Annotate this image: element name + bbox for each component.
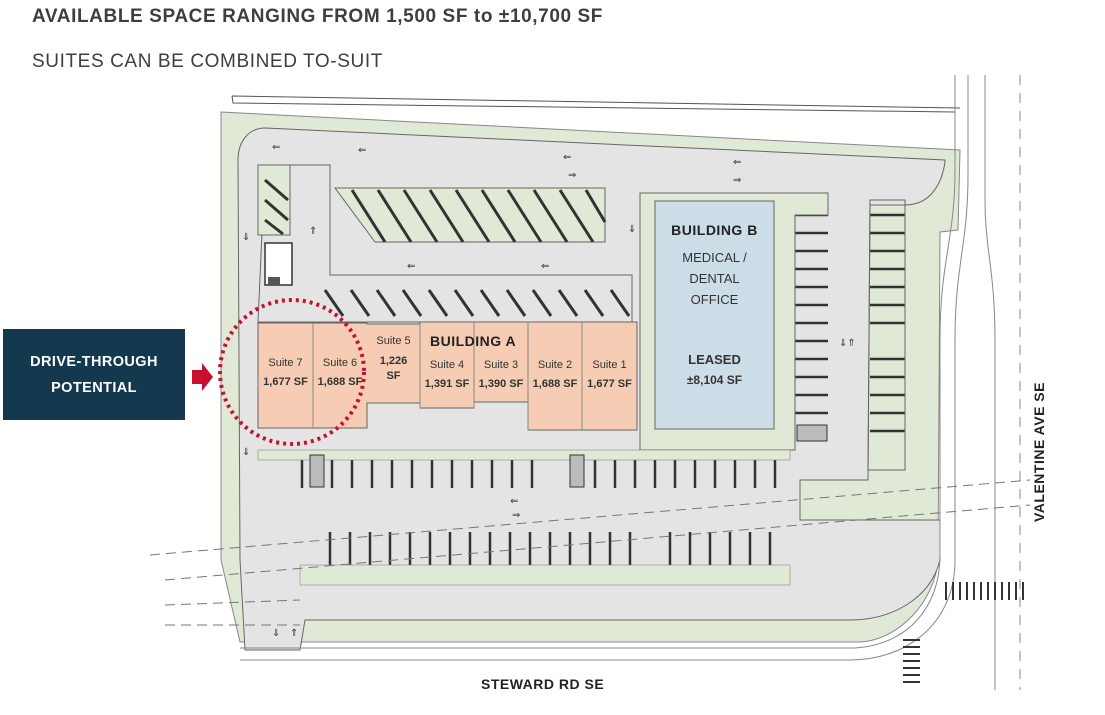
- suite-1-name: Suite 1: [592, 359, 627, 371]
- svg-text:⇐: ⇐: [407, 261, 415, 272]
- suite-1-area: 1,677 SF: [587, 378, 632, 390]
- suite-4-area: 1,391 SF: [424, 378, 470, 390]
- building-b-use-2: DENTAL: [689, 271, 740, 286]
- svg-text:⇐: ⇐: [541, 261, 549, 272]
- suite-6-area: 1,688 SF: [317, 376, 363, 388]
- headline-available-space: AVAILABLE SPACE RANGING FROM 1,500 SF to…: [32, 6, 604, 27]
- svg-text:⇓⇑: ⇓⇑: [839, 338, 856, 349]
- building-b-title: BUILDING B: [671, 222, 758, 238]
- suite-1[interactable]: Suite 1 1,677 SF: [582, 359, 637, 390]
- crosswalk-east: [945, 582, 1024, 600]
- suite-2[interactable]: Suite 2 1,688 SF: [528, 359, 582, 390]
- building-b-labels[interactable]: BUILDING B MEDICAL / DENTAL OFFICE LEASE…: [655, 201, 774, 429]
- suite-2-area: 1,688 SF: [532, 378, 578, 390]
- accessible-ramp-1: [309, 454, 325, 488]
- landscape-island-west: [257, 164, 291, 236]
- headline-combine-suites: SUITES CAN BE COMBINED TO-SUIT: [32, 51, 383, 72]
- svg-text:⇓: ⇓: [628, 224, 636, 235]
- road-label-valentine: VALENTINE AVE SE: [1031, 282, 1051, 522]
- suite-3-name: Suite 3: [483, 359, 519, 371]
- building-a-labels: BUILDING A Suite 7 1,677 SF Suite 6 1,68…: [258, 323, 637, 430]
- svg-text:⇓: ⇓: [272, 628, 280, 639]
- suite-7-name: Suite 7: [268, 357, 303, 369]
- callout-line-2: POTENTIAL: [51, 379, 137, 396]
- crosswalk-south: [903, 639, 920, 683]
- svg-text:⇓: ⇓: [242, 232, 250, 243]
- diagonal-parking-stripes: [264, 178, 631, 317]
- accessible-ramp-3: [796, 424, 828, 442]
- road-label-steward: STEWARD RD SE: [481, 676, 605, 692]
- svg-text:⇑: ⇑: [290, 628, 298, 639]
- suite-2-name: Suite 2: [537, 359, 573, 371]
- building-b: [654, 200, 775, 430]
- suite-5[interactable]: Suite 5 1,226 SF: [367, 335, 420, 382]
- accessible-ramp-2: [569, 454, 585, 488]
- road-label-valentine-text: VALENTINE AVE SE: [1031, 382, 1047, 522]
- svg-text:⇒: ⇒: [733, 175, 741, 186]
- dashed-easement-lines: [149, 479, 1031, 626]
- south-landscape-strip: [257, 449, 791, 461]
- suite-7-area: 1,677 SF: [263, 376, 308, 388]
- building-a: [257, 321, 638, 431]
- south-landscape-strip-2: [299, 564, 791, 586]
- landscape-strip-east: [867, 199, 906, 471]
- suite-5-area-1: 1,226: [379, 355, 408, 367]
- svg-text:⇐: ⇐: [272, 142, 280, 153]
- north-parking-island: [257, 164, 633, 323]
- svg-text:⇐: ⇐: [510, 496, 518, 507]
- callout-line-1: DRIVE-THROUGH: [30, 353, 158, 370]
- suite-3[interactable]: Suite 3 1,390 SF: [474, 359, 528, 390]
- suite-6-name: Suite 6: [322, 357, 358, 369]
- building-b-status: LEASED: [688, 352, 741, 367]
- drive-through-highlight-circle: [218, 298, 366, 446]
- suite-4[interactable]: Suite 4 1,391 SF: [420, 359, 474, 390]
- svg-text:⇒: ⇒: [568, 170, 576, 181]
- valentine-ave-road: [240, 75, 1021, 690]
- svg-text:⇒: ⇒: [512, 510, 520, 521]
- suite-7[interactable]: Suite 7 1,677 SF: [258, 357, 313, 388]
- building-b-area: ±8,104 SF: [686, 373, 743, 387]
- suite-3-area: 1,390 SF: [478, 378, 524, 390]
- building-b-use-1: MEDICAL /: [682, 250, 747, 265]
- drive-through-callout: DRIVE-THROUGH POTENTIAL: [3, 329, 185, 420]
- svg-text:⇐: ⇐: [563, 152, 571, 163]
- suite-6[interactable]: Suite 6 1,688 SF: [313, 357, 367, 388]
- callout-arrow-icon: [192, 363, 213, 391]
- building-a-title: BUILDING A: [430, 333, 517, 349]
- svg-text:⇐: ⇐: [733, 157, 741, 168]
- trash-enclosure-hatch: [268, 277, 280, 285]
- svg-text:⇓: ⇓: [242, 447, 250, 458]
- east-parking-bays: [795, 213, 905, 433]
- south-parking-row-1: [300, 455, 777, 488]
- suite-4-name: Suite 4: [429, 359, 465, 371]
- svg-text:⇐: ⇐: [358, 145, 366, 156]
- suite-5-area-2: SF: [386, 370, 401, 382]
- property-line-top: [231, 95, 961, 113]
- traffic-arrows: ⇐⇐⇐ ⇒⇐⇒ ⇐⇐⇓ ⇓⇑⇓ ⇓⇑⇐⇒ ⇓⇑: [242, 142, 856, 639]
- svg-text:⇑: ⇑: [309, 226, 317, 237]
- building-b-use-3: OFFICE: [690, 292, 739, 307]
- suite-5-name: Suite 5: [376, 335, 411, 347]
